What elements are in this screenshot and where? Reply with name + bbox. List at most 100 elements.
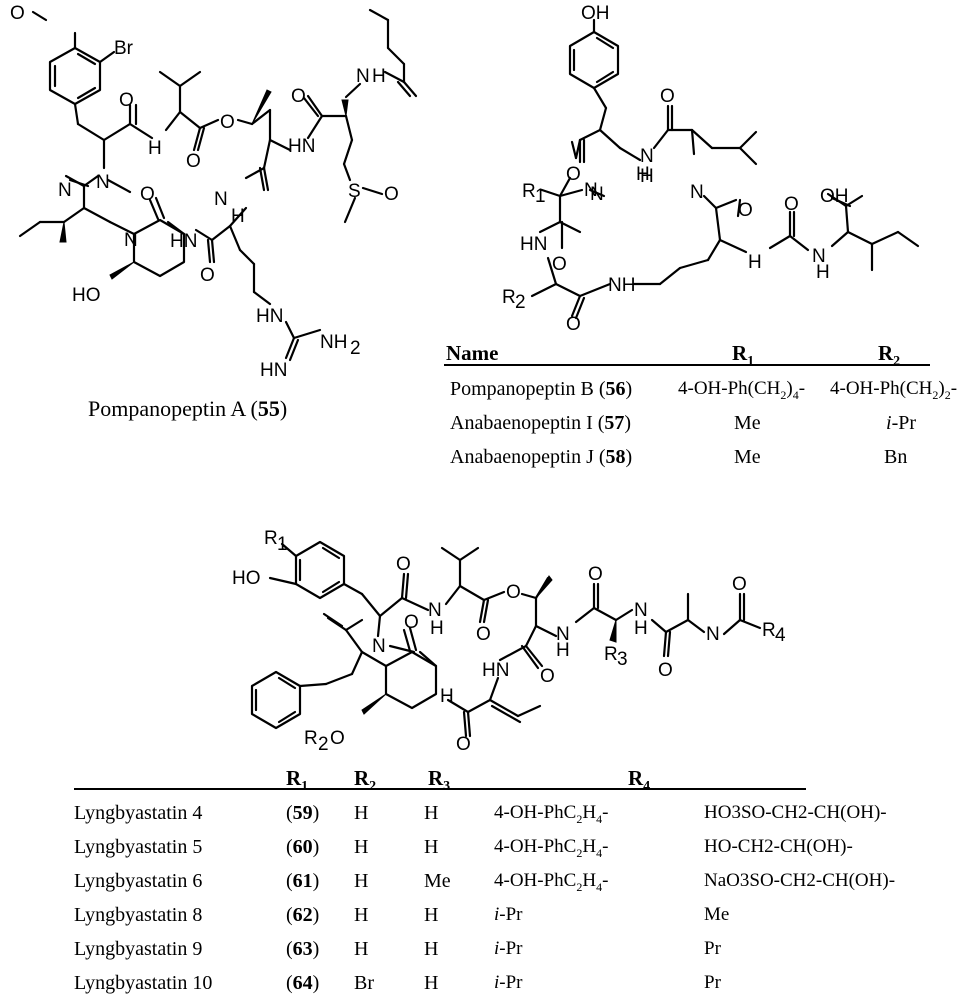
table1-rule — [444, 364, 930, 366]
atom-labels-anabaenopeptin: OH O N H O N H R 1 N HN O O OH N H N H O… — [502, 3, 849, 335]
atom-label: N — [214, 189, 228, 210]
table1-row-name: Anabaenopeptin J (58) — [450, 446, 633, 468]
atom-label: O — [566, 314, 581, 335]
atom-label: N — [640, 146, 654, 167]
atom-label: O — [140, 184, 155, 205]
table1-header-r1: R1 — [732, 341, 755, 370]
table2-row-r1: H — [354, 904, 369, 926]
table2-row-r2: H — [424, 836, 439, 858]
table1-header-r2: R2 — [878, 341, 901, 370]
table1-row-r1: Me — [734, 412, 761, 434]
atom-label: 1 — [535, 186, 546, 207]
atom-label: H — [231, 206, 245, 227]
table1-row-r2: Bn — [884, 446, 908, 468]
atom-label: 1 — [277, 534, 288, 555]
table2-row-r1: H — [354, 836, 369, 858]
atom-label: H — [816, 262, 830, 283]
atom-label: H — [430, 618, 444, 639]
atom-label: N — [584, 180, 598, 201]
atom-label: Br — [114, 38, 134, 59]
atom-label: HN — [520, 234, 547, 255]
atom-label: HN — [256, 306, 283, 327]
atom-label: R — [604, 644, 618, 665]
atom-label: H — [636, 164, 650, 185]
atom-label: OH — [581, 3, 610, 24]
table1-row-name: Anabaenopeptin I (57) — [450, 412, 632, 434]
atom-label: O — [396, 554, 411, 575]
table2-row-r3: 4-OH-PhC2H4- — [494, 802, 609, 826]
atom-label: 4 — [775, 625, 786, 646]
table2-row-r2: H — [424, 904, 439, 926]
atom-label: O — [738, 200, 753, 221]
structure-anabaenopeptin — [530, 18, 920, 320]
table2-row-r1: Br — [354, 972, 374, 994]
table1-row-r2: 4-OH-Ph(CH2)2- — [830, 378, 958, 402]
atom-label: R — [502, 287, 516, 308]
atom-label: R — [522, 181, 536, 202]
table1-row-r2: i-Pr — [886, 412, 917, 434]
atom-label: 2 — [515, 292, 526, 313]
atom-label: H — [440, 686, 454, 707]
table2-row-r3: i-Pr — [494, 938, 523, 959]
atom-label: N — [356, 66, 370, 87]
table2-header-r1: R1 — [286, 766, 309, 795]
atom-label: O — [384, 184, 399, 205]
atom-label: N — [812, 246, 826, 267]
table2-row-r4: Pr — [704, 972, 721, 993]
table2-row-name: Lyngbyastatin 8 — [74, 904, 203, 926]
atom-label: NH — [320, 332, 347, 353]
table1-header-name: Name — [446, 341, 499, 365]
table2-row-r2: H — [424, 972, 439, 994]
table2-row-name: Lyngbyastatin 4 — [74, 802, 203, 824]
atom-label: H — [640, 166, 654, 187]
atom-label: O — [186, 151, 201, 172]
atom-label: O — [660, 86, 675, 107]
atom-label: O — [566, 164, 581, 185]
table2-row-number: (63) — [286, 938, 320, 960]
table2-row-r3: i-Pr — [494, 972, 523, 993]
atom-label: O — [588, 564, 603, 585]
atom-labels-lyngbyastatin: R 1 HO O N H O O N H O N H O R 4 N O HN … — [232, 528, 786, 755]
table2-header-r3: R3 — [428, 766, 451, 795]
table2-row-name: Lyngbyastatin 6 — [74, 870, 203, 892]
atom-label: N — [690, 182, 704, 203]
table2-row-r4: Pr — [704, 938, 721, 959]
atom-label: N — [96, 172, 110, 193]
table2-row-r4: Me — [704, 904, 730, 925]
atom-label: O — [784, 194, 799, 215]
table2-row-number: (62) — [286, 904, 320, 926]
atom-label: R — [304, 728, 318, 749]
atom-label: N — [372, 636, 386, 657]
atom-label: N — [428, 600, 442, 621]
atom-label: HN — [288, 136, 315, 157]
atom-label: R — [762, 620, 776, 641]
table2-row-r2: H — [424, 938, 439, 960]
compound-name: Pompanopeptin A ( — [88, 396, 258, 421]
atom-label: 2 — [350, 338, 361, 359]
atom-label: HN — [482, 660, 509, 681]
atom-labels-55: O Br N H O O O HN O N H N O HN N H S O H… — [10, 3, 399, 381]
table2-row-name: Lyngbyastatin 9 — [74, 938, 203, 960]
caption-paren: ) — [279, 396, 288, 421]
table2-row-r4: NaO3SO-CH2-CH(OH)- — [704, 870, 896, 891]
table2-rule — [74, 788, 806, 790]
atom-label: N — [706, 624, 720, 645]
atom-label: O — [540, 666, 555, 687]
table2-row-r4: HO3SO-CH2-CH(OH)- — [704, 802, 887, 823]
table1-row-name: Pompanopeptin B (56) — [450, 378, 633, 400]
atom-label: OH — [820, 186, 849, 207]
table2-row-r1: H — [354, 938, 369, 960]
atom-label: N — [590, 184, 604, 205]
atom-label: H — [748, 252, 762, 273]
structure-55 — [18, 8, 418, 362]
table2-row-r3: i-Pr — [494, 904, 523, 925]
atom-label: R — [264, 528, 278, 549]
table2-row-number: (59) — [286, 802, 320, 824]
atom-label: O — [506, 582, 521, 603]
atom-label: 3 — [617, 649, 628, 670]
table2-row-number: (64) — [286, 972, 320, 994]
atom-label: O — [658, 660, 673, 681]
table2-header-r2: R2 — [354, 766, 377, 795]
atom-label: S — [348, 181, 361, 202]
